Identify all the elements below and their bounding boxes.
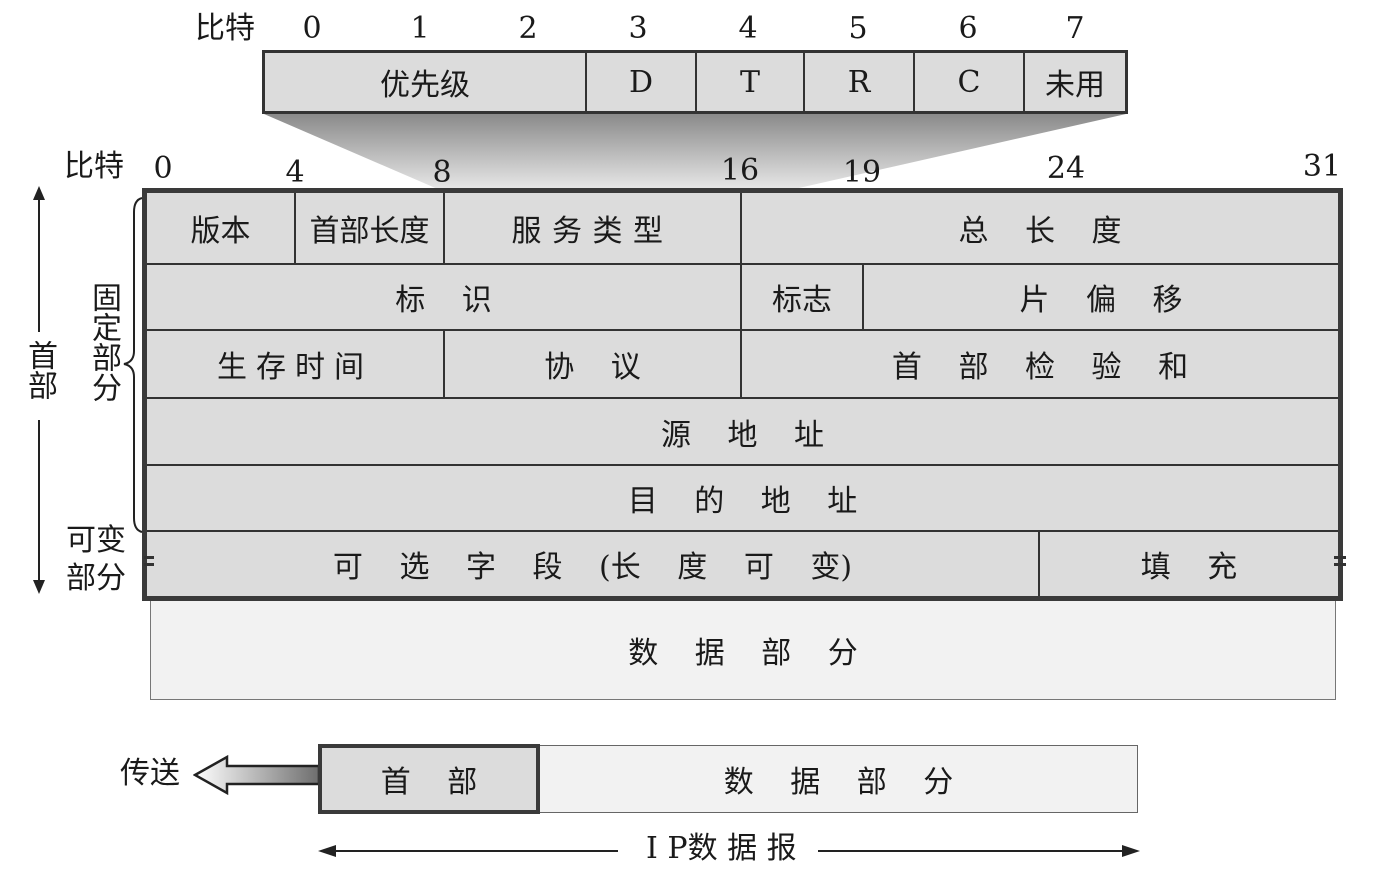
row-divider	[147, 329, 1338, 331]
tos-field-c: C	[913, 53, 1023, 111]
ip-datagram-label: I P数 据 报	[640, 832, 803, 866]
variable-part-label: 可变部分	[66, 523, 126, 596]
col-divider	[740, 193, 742, 397]
field-total-length: 总 长 度	[958, 214, 1122, 249]
row-divider	[147, 263, 1338, 265]
field-flags: 标志	[772, 283, 832, 318]
ip-header-box	[142, 188, 1343, 601]
send-arrow-icon	[193, 754, 321, 796]
tos-bit-2: 2	[518, 11, 538, 46]
datagram-header-box: 首 部	[318, 744, 540, 814]
tos-bit-3: 3	[628, 11, 648, 46]
field-source-address: 源 地 址	[660, 417, 825, 453]
tos-bit-label: 比特	[195, 11, 255, 46]
header-span-arrow	[33, 186, 45, 594]
header-bit-16: 16	[720, 153, 760, 188]
tos-bit-0: 0	[302, 11, 322, 46]
fixed-part-brace	[123, 197, 143, 533]
datagram-span-arrow	[318, 845, 1140, 857]
header-bit-4: 4	[285, 155, 305, 190]
fixed-part-label: 固定部分	[86, 282, 121, 402]
tos-field-priority: 优先级	[380, 68, 470, 103]
header-bit-19: 19	[842, 155, 882, 190]
header-bit-24: 24	[1046, 151, 1086, 186]
tos-bit-7: 7	[1065, 11, 1085, 46]
break-mark-left	[144, 563, 154, 566]
field-destination-address: 目 的 地 址	[627, 484, 858, 519]
break-mark-right	[1334, 556, 1346, 559]
field-identification: 标 识	[395, 283, 492, 318]
header-bit-0: 0	[153, 151, 173, 186]
tos-bit-1: 1	[410, 11, 430, 46]
col-divider	[862, 265, 864, 329]
tos-bit-4: 4	[738, 11, 758, 46]
row-divider	[147, 397, 1338, 399]
tos-bit-5: 5	[848, 11, 868, 46]
field-version: 版本	[190, 214, 251, 249]
break-mark-right	[1334, 563, 1346, 566]
field-fragment-offset: 片 偏 移	[1019, 283, 1183, 318]
field-padding: 填 充	[1140, 550, 1238, 585]
tos-field-d: D	[585, 53, 695, 111]
tos-field-unused: 未用	[1023, 53, 1125, 111]
header-bit-label: 比特	[64, 149, 124, 184]
datagram-data-box: 数 据 部 分	[540, 745, 1138, 813]
tos-field-t: T	[695, 53, 803, 111]
field-header-length: 首部长度	[309, 214, 430, 249]
send-label: 传送	[120, 756, 180, 791]
col-divider	[1038, 532, 1040, 596]
col-divider	[443, 331, 445, 397]
field-service-type: 服务类型	[511, 214, 674, 249]
tos-field-r: R	[803, 53, 913, 111]
header-side-label: 首部	[22, 340, 57, 400]
col-divider	[294, 193, 296, 263]
header-bit-31: 31	[1302, 149, 1342, 184]
data-part-box: 数 据 部 分	[150, 601, 1336, 700]
row-divider	[147, 464, 1338, 466]
field-options: 可 选 字 段 (长 度 可 变)	[332, 550, 853, 585]
row-divider	[147, 530, 1338, 532]
col-divider	[443, 193, 445, 263]
tos-bit-6: 6	[958, 11, 978, 46]
field-protocol: 协 议	[544, 350, 641, 385]
zoom-funnel	[264, 114, 1126, 190]
field-ttl: 生存时间	[217, 350, 373, 385]
header-bit-8: 8	[432, 155, 452, 190]
field-header-checksum: 首 部 检 验 和	[891, 350, 1189, 385]
break-mark-left	[144, 556, 154, 559]
